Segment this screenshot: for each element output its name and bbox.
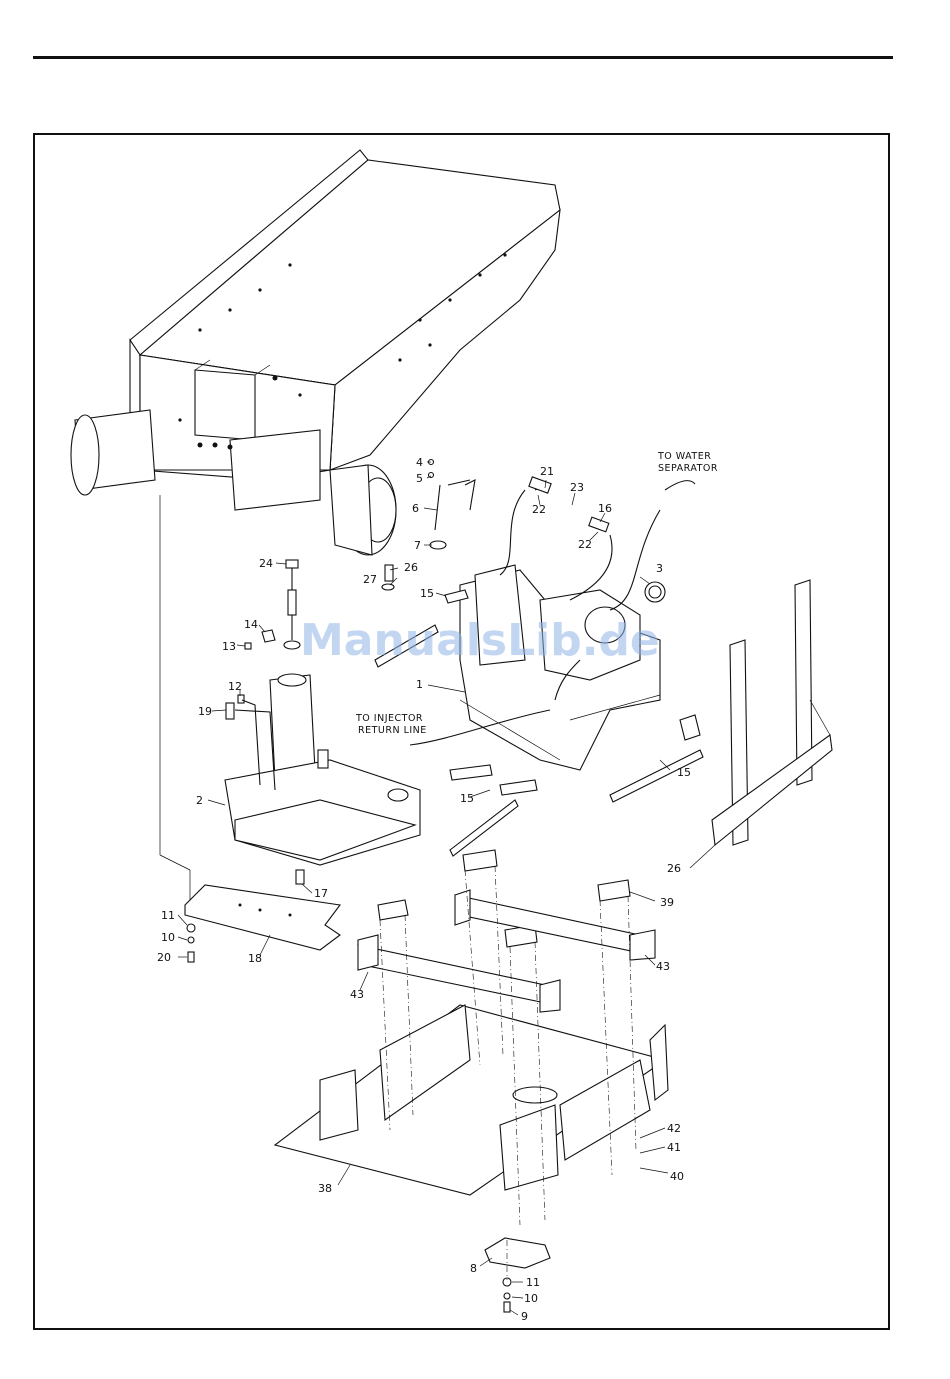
support-frame — [712, 580, 832, 845]
callout-42: 42 — [667, 1122, 681, 1135]
callout-27: 27 — [363, 573, 377, 586]
note-water-separator-1: TO WATER — [657, 451, 711, 462]
callout-15a: 15 — [420, 587, 434, 600]
callout-14: 14 — [244, 618, 258, 631]
callout-13: 13 — [222, 640, 236, 653]
callout-6: 6 — [412, 502, 419, 515]
callout-3: 3 — [656, 562, 663, 575]
callout-9: 9 — [521, 1310, 528, 1323]
callout-20: 20 — [157, 951, 171, 964]
callout-15c: 15 — [460, 792, 474, 805]
callout-16: 16 — [598, 502, 612, 515]
callout-18: 18 — [248, 952, 262, 965]
callout-43b: 43 — [350, 988, 364, 1001]
callout-11a: 11 — [161, 909, 175, 922]
callout-12: 12 — [228, 680, 242, 693]
callout-23: 23 — [570, 481, 584, 494]
callout-10b: 10 — [524, 1292, 538, 1305]
callout-24: 24 — [259, 557, 273, 570]
callout-38: 38 — [318, 1182, 332, 1195]
fuel-tank — [460, 565, 660, 770]
callout-39: 39 — [660, 896, 674, 909]
callout-10a: 10 — [161, 931, 175, 944]
brackets — [358, 850, 655, 1012]
callout-43a: 43 — [656, 960, 670, 973]
watermark: ManualsLib.de — [300, 615, 660, 666]
callout-5: 5 — [416, 472, 423, 485]
filter-housing — [225, 674, 420, 865]
note-injector-return-1: TO INJECTOR — [355, 713, 423, 724]
callout-22a: 22 — [532, 503, 546, 516]
callout-22b: 22 — [578, 538, 592, 551]
note-injector-return-2: RETURN LINE — [358, 725, 427, 736]
callout-19: 19 — [198, 705, 212, 718]
callout-41: 41 — [667, 1141, 681, 1154]
callout-26b: 26 — [667, 862, 681, 875]
callout-26a: 26 — [404, 561, 418, 574]
callout-11b: 11 — [526, 1276, 540, 1289]
callout-21: 21 — [540, 465, 554, 478]
callout-8: 8 — [470, 1262, 477, 1275]
callout-17: 17 — [314, 887, 328, 900]
callout-7: 7 — [414, 539, 421, 552]
callout-2: 2 — [196, 794, 203, 807]
foot-plate — [485, 1238, 550, 1312]
callout-1: 1 — [416, 678, 423, 691]
callout-15b: 15 — [677, 766, 691, 779]
skid-pan — [275, 1005, 668, 1195]
note-water-separator-2: SEPARATOR — [658, 463, 718, 474]
callout-40: 40 — [670, 1170, 684, 1183]
callout-4: 4 — [416, 456, 423, 469]
